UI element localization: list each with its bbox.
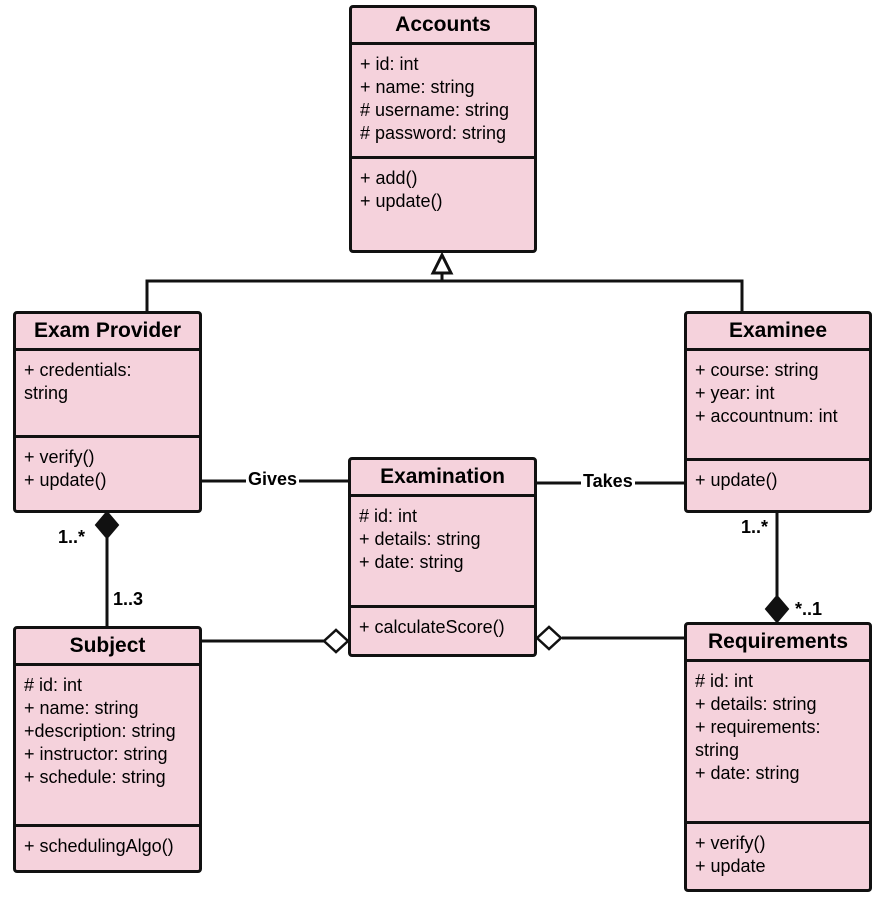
- multiplicity-label: 1..*: [741, 517, 769, 537]
- exam-provider-methods: + verify() + update(): [16, 438, 199, 492]
- exam-provider-class-name: Exam Provider: [16, 314, 199, 351]
- attribute: + course: string: [695, 360, 819, 380]
- method: + verify(): [695, 833, 766, 853]
- requirements-class-name: Requirements: [687, 625, 869, 662]
- accounts-class: Accounts + id: int + name: string # user…: [349, 5, 537, 253]
- method: + add(): [360, 168, 418, 188]
- accounts-attributes: + id: int + name: string # username: str…: [352, 45, 534, 159]
- attribute: + id: int: [360, 54, 419, 74]
- attribute: + instructor: string: [24, 744, 168, 764]
- takes-label: Takes: [581, 471, 635, 491]
- examination-aggregation-diamond-left: [322, 628, 350, 654]
- attribute: string: [695, 740, 740, 760]
- attribute: +description: string: [24, 721, 176, 741]
- multiplicity-label: 1..3: [113, 589, 144, 609]
- attribute: # password: string: [360, 123, 507, 143]
- attribute: + details: string: [695, 694, 817, 714]
- exam-provider-class: Exam Provider + credentials: string + ve…: [13, 311, 202, 513]
- method: + update(): [695, 470, 778, 490]
- exam-provider-attributes: + credentials: string: [16, 351, 199, 438]
- attribute: + accountnum: int: [695, 406, 838, 426]
- examination-attributes: # id: int + details: string + date: stri…: [351, 497, 534, 608]
- attribute: + date: string: [359, 552, 464, 572]
- examination-class: Examination # id: int + details: string …: [348, 457, 537, 657]
- attribute: # id: int: [695, 671, 754, 691]
- examinee-class-name: Examinee: [687, 314, 869, 351]
- subject-attributes: # id: int + name: string +description: s…: [16, 666, 199, 827]
- method: + update(): [360, 191, 443, 211]
- attribute: # id: int: [359, 506, 418, 526]
- multiplicity-label: 1..*: [58, 527, 86, 547]
- method: + verify(): [24, 447, 95, 467]
- accounts-methods: + add() + update(): [352, 159, 534, 213]
- method: + update(): [24, 470, 107, 490]
- attribute: + schedule: string: [24, 767, 166, 787]
- method: + calculateScore(): [359, 617, 505, 637]
- requirements-composition-diamond: [764, 594, 790, 624]
- examinee-methods: + update(): [687, 461, 869, 492]
- examination-class-name: Examination: [351, 460, 534, 497]
- attribute: + year: int: [695, 383, 775, 403]
- generalization-connector: [145, 251, 744, 313]
- attribute: # id: int: [24, 675, 83, 695]
- generalization-branch-line: [145, 279, 744, 313]
- attribute: + details: string: [359, 529, 481, 549]
- subject-class-name: Subject: [16, 629, 199, 666]
- requirements-class: Requirements # id: int + details: string…: [684, 622, 872, 892]
- subject-class: Subject # id: int + name: string +descri…: [13, 626, 202, 873]
- multiplicity-label: *..1: [795, 599, 823, 619]
- attribute: # username: string: [360, 100, 510, 120]
- attribute: + requirements:: [695, 717, 821, 737]
- attribute: string: [24, 383, 69, 403]
- examinee-attributes: + course: string + year: int + accountnu…: [687, 351, 869, 461]
- method: + update: [695, 856, 766, 876]
- attribute: + date: string: [695, 763, 800, 783]
- examination-aggregation-diamond-right: [535, 625, 563, 651]
- attribute: + name: string: [360, 77, 475, 97]
- examination-methods: + calculateScore(): [351, 608, 534, 639]
- examinee-class: Examinee + course: string + year: int + …: [684, 311, 872, 513]
- attribute: + credentials:: [24, 360, 132, 380]
- method: + schedulingAlgo(): [24, 836, 174, 856]
- subject-methods: + schedulingAlgo(): [16, 827, 199, 858]
- gives-label: Gives: [246, 469, 300, 489]
- provider-composition-diamond: [94, 510, 120, 540]
- attribute: + name: string: [24, 698, 139, 718]
- generalization-arrowhead: [430, 251, 454, 275]
- requirements-methods: + verify() + update: [687, 824, 869, 878]
- requirements-attributes: # id: int + details: string + requiremen…: [687, 662, 869, 824]
- accounts-class-name: Accounts: [352, 8, 534, 45]
